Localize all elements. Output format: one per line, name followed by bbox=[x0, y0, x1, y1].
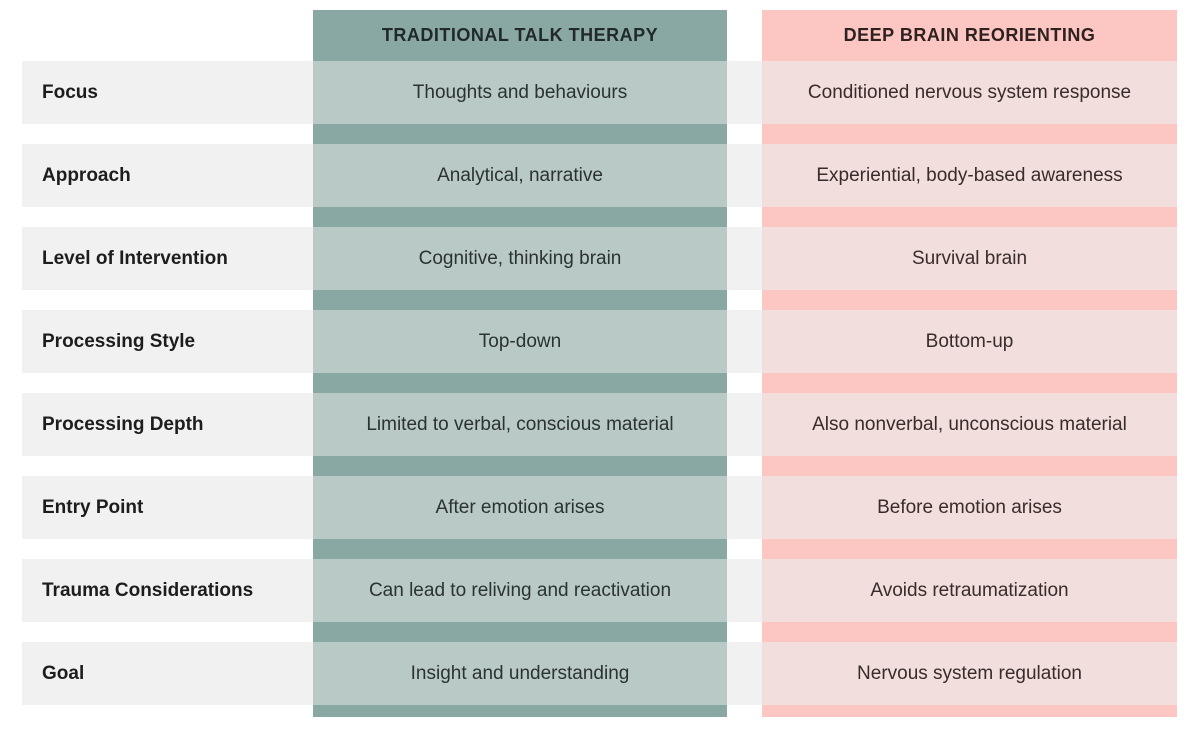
row-label-column: Focus Approach Level of Intervention Pro… bbox=[22, 10, 313, 705]
row-label-processing-depth: Processing Depth bbox=[22, 393, 313, 456]
talk-therapy-column: TRADITIONAL TALK THERAPY Thoughts and be… bbox=[313, 10, 727, 717]
row-label-level-of-intervention: Level of Intervention bbox=[22, 227, 313, 290]
talk-therapy-column-header: TRADITIONAL TALK THERAPY bbox=[381, 25, 659, 45]
divider-row bbox=[727, 144, 762, 207]
talk-cell-focus: Thoughts and behaviours bbox=[313, 61, 727, 124]
divider-row bbox=[727, 227, 762, 290]
divider-header-spacer bbox=[727, 10, 762, 61]
dbr-cell-processing-style: Bottom-up bbox=[762, 310, 1177, 373]
dbr-cell-entry-point: Before emotion arises bbox=[762, 476, 1177, 539]
divider-row bbox=[727, 393, 762, 456]
row-label-focus: Focus bbox=[22, 61, 313, 124]
talk-cell-approach: Analytical, narrative bbox=[313, 144, 727, 207]
divider-row bbox=[727, 642, 762, 705]
talk-cell-level-of-intervention: Cognitive, thinking brain bbox=[313, 227, 727, 290]
row-label-trauma-considerations: Trauma Considerations bbox=[22, 559, 313, 622]
divider-row bbox=[727, 559, 762, 622]
divider-row bbox=[727, 61, 762, 124]
row-label-processing-style: Processing Style bbox=[22, 310, 313, 373]
dbr-cell-level-of-intervention: Survival brain bbox=[762, 227, 1177, 290]
deep-brain-reorienting-column-header: DEEP BRAIN REORIENTING bbox=[843, 25, 1096, 45]
row-label-approach: Approach bbox=[22, 144, 313, 207]
talk-cell-trauma-considerations: Can lead to reliving and reactivation bbox=[313, 559, 727, 622]
row-label-entry-point: Entry Point bbox=[22, 476, 313, 539]
row-label-goal: Goal bbox=[22, 642, 313, 705]
deep-brain-reorienting-column: DEEP BRAIN REORIENTING Conditioned nervo… bbox=[762, 10, 1177, 717]
dbr-cell-focus: Conditioned nervous system response bbox=[762, 61, 1177, 124]
talk-cell-entry-point: After emotion arises bbox=[313, 476, 727, 539]
dbr-cell-goal: Nervous system regulation bbox=[762, 642, 1177, 705]
divider-row bbox=[727, 310, 762, 373]
column-divider-strip bbox=[727, 10, 762, 705]
dbr-cell-trauma-considerations: Avoids retraumatization bbox=[762, 559, 1177, 622]
divider-row bbox=[727, 476, 762, 539]
talk-cell-goal: Insight and understanding bbox=[313, 642, 727, 705]
talk-cell-processing-style: Top-down bbox=[313, 310, 727, 373]
dbr-cell-approach: Experiential, body-based awareness bbox=[762, 144, 1177, 207]
talk-cell-processing-depth: Limited to verbal, conscious material bbox=[313, 393, 727, 456]
label-column-header-spacer bbox=[22, 10, 313, 61]
dbr-cell-processing-depth: Also nonverbal, unconscious material bbox=[762, 393, 1177, 456]
